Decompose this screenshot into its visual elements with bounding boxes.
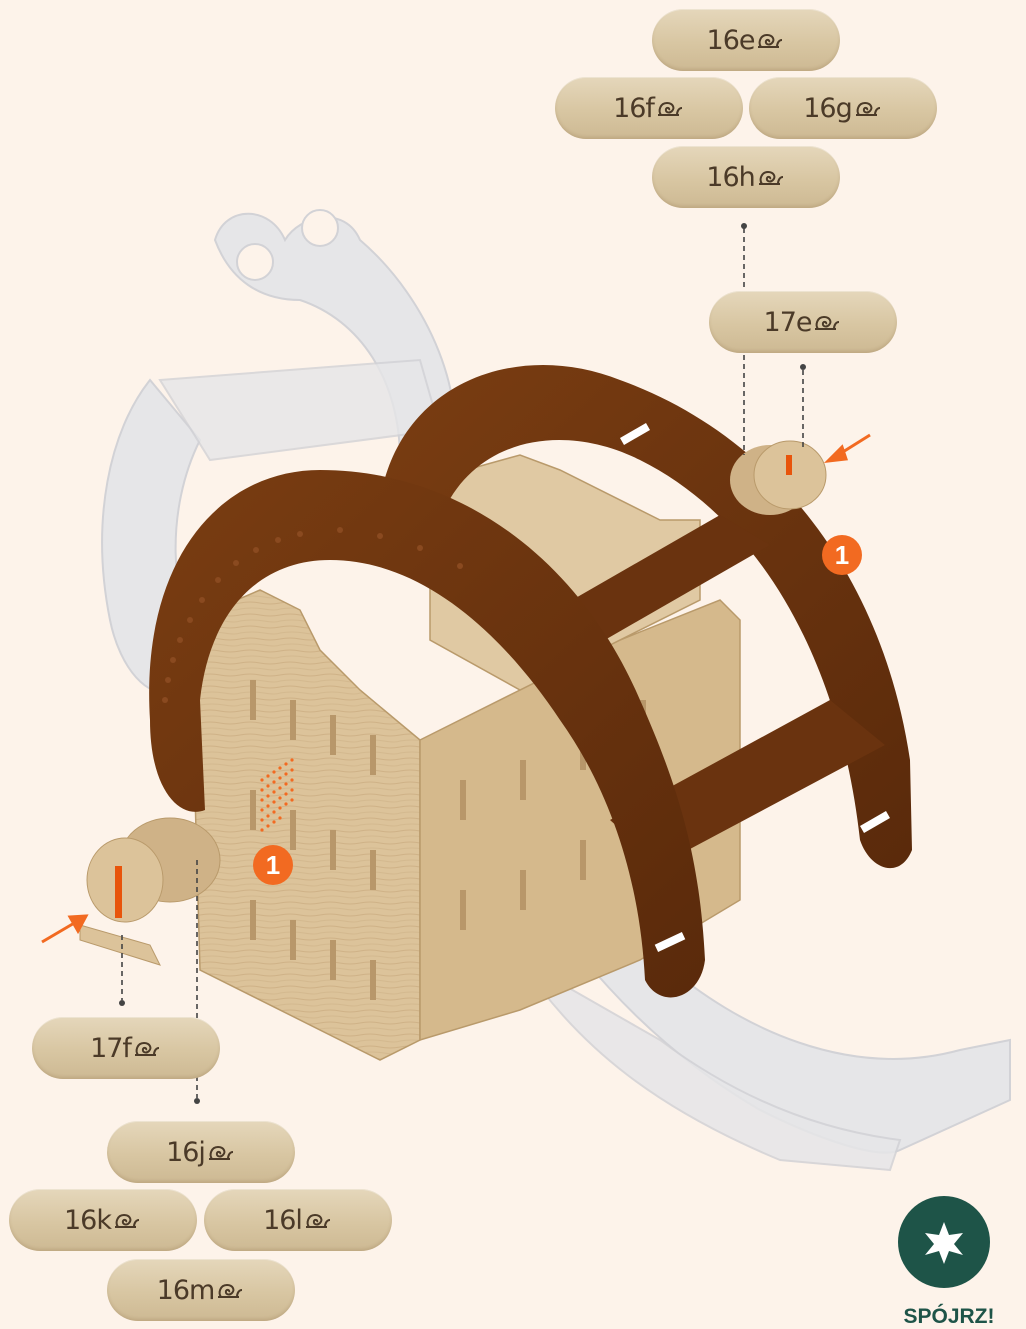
snail-icon [755,29,785,51]
part-label-17e: 17e [709,291,897,353]
part-code: 16j [166,1137,205,1168]
part-label-16l: 16l [204,1189,392,1251]
part-code: 16f [613,93,654,124]
snail-icon [112,1209,142,1231]
snail-icon [812,311,842,333]
snail-icon [206,1141,236,1163]
part-label-17f: 17f [32,1017,220,1079]
look-button[interactable] [898,1196,990,1288]
part-code: 17f [90,1033,131,1064]
part-label-16k: 16k [9,1189,197,1251]
step-badge: 1 [253,845,293,885]
step-badge: 1 [822,535,862,575]
part-code: 16l [263,1205,302,1236]
part-code: 17e [764,307,812,338]
snail-icon [853,97,883,119]
part-label-16h: 16h [652,146,840,208]
part-label-16e: 16e [652,9,840,71]
part-code: 16m [157,1275,215,1306]
snail-icon [215,1279,245,1301]
part-label-16j: 16j [107,1121,295,1183]
part-label-16f: 16f [555,77,743,139]
part-code: 16k [64,1205,111,1236]
part-code: 16g [803,93,852,124]
star-icon [920,1218,968,1266]
part-label-16m: 16m [107,1259,295,1321]
part-code: 16e [707,25,755,56]
part-code: 16h [706,162,754,193]
snail-icon [132,1037,162,1059]
snail-icon [655,97,685,119]
part-label-16g: 16g [749,77,937,139]
snail-icon [756,166,786,188]
look-button-label: SPÓJRZ! [884,1305,1014,1329]
snail-icon [303,1209,333,1231]
